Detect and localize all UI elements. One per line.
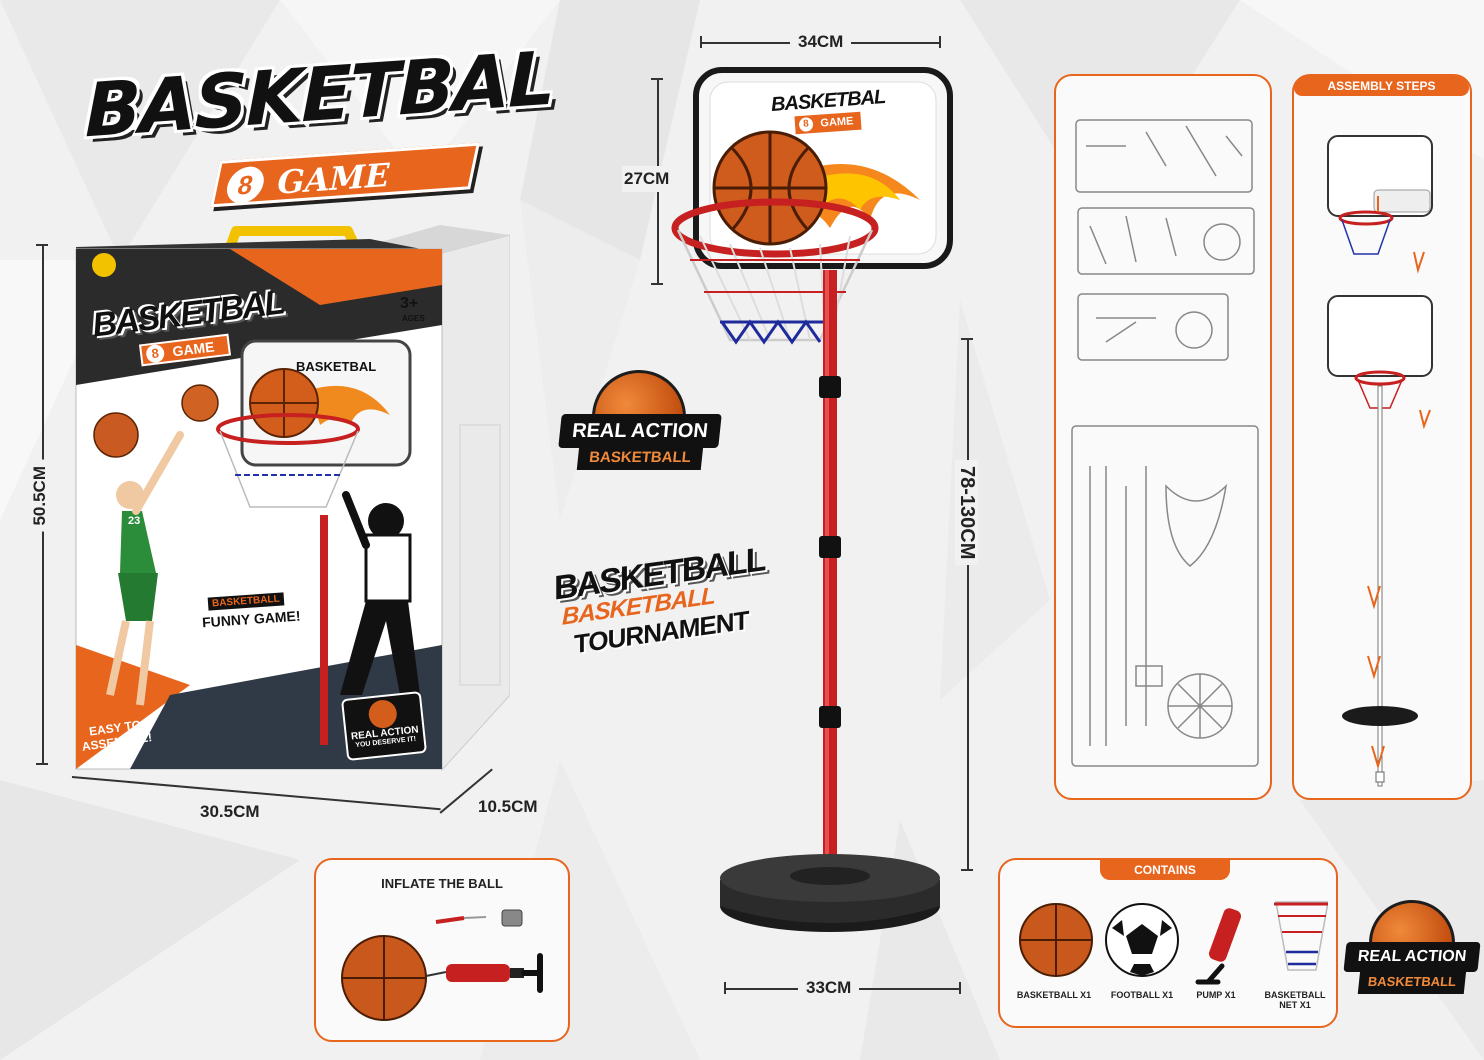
contains-title: CONTAINS: [1100, 860, 1230, 880]
box-logo-number: 8: [145, 343, 166, 364]
contains-item-label: FOOTBALL X1: [1110, 990, 1174, 1000]
box-backboard-title: BASKETBAL: [296, 359, 377, 374]
box-real-action-ball-icon: [367, 698, 399, 730]
dim-cap: [961, 338, 973, 340]
contains-item-label: PUMP X1: [1196, 990, 1236, 1000]
backboard-width-label: 34CM: [790, 32, 852, 52]
contains-illustration: [1019, 901, 1328, 985]
backboard-height-label: 27CM: [622, 166, 672, 192]
contains-panel: CONTAINS BASKETBALL X1 FOOTBALL X1 PUMP …: [998, 858, 1338, 1028]
stand-height-line: [967, 338, 969, 870]
dim-cap: [651, 78, 663, 80]
dim-cap: [961, 869, 973, 871]
parts-panel: [1054, 74, 1272, 800]
backboard-logo-subtitle-text: GAME: [820, 115, 854, 130]
box-width-label: 30.5CM: [200, 802, 260, 821]
real-action-subtext-2: BASKETBALL: [1357, 970, 1467, 994]
parts-illustration: [1071, 119, 1259, 767]
real-action-text-2: REAL ACTION: [1343, 942, 1481, 972]
dim-cap: [724, 982, 726, 994]
assembly-illustration: [1327, 135, 1433, 787]
dim-cap: [36, 763, 48, 765]
logo-subtitle-banner: 8 GAME: [210, 142, 480, 208]
basketball-stand: [671, 67, 953, 932]
main-logo: BASKETBAL 8 GAME: [75, 36, 555, 208]
box-age-label: AGES: [402, 314, 425, 323]
contains-item-label: BASKETBALL X1: [1016, 990, 1092, 1000]
box-jersey-number: 23: [128, 515, 141, 527]
assembly-panel: ASSEMBLY STEPS: [1292, 74, 1472, 800]
logo-subtitle: GAME: [273, 155, 394, 203]
box-logo-subtitle-text: GAME: [171, 338, 216, 360]
stand-height-label: 78-130CM: [955, 460, 978, 566]
base-width-label: 33CM: [798, 978, 860, 998]
backboard-logo-number: 8: [798, 117, 814, 133]
logo-title: BASKETBAL: [85, 35, 554, 155]
box-age: 3+: [400, 295, 419, 312]
product-box-illustration: [75, 225, 511, 772]
dim-cap: [959, 982, 961, 994]
assembly-title: ASSEMBLY STEPS: [1294, 76, 1469, 96]
dim-cap: [651, 283, 663, 285]
dim-cap: [700, 36, 702, 48]
box-real-action-badge: REAL ACTION YOU DESERVE IT!: [340, 690, 428, 762]
box-depth-label: 10.5CM: [478, 797, 538, 816]
inflate-panel: INFLATE THE BALL: [314, 858, 570, 1042]
dim-cap: [36, 244, 48, 246]
product-box: BASKETBAL 8 GAME 3+ AGES BASKETBAL BASKE…: [70, 225, 511, 780]
inflate-illustration: [341, 909, 543, 1021]
box-height-label: 50.5CM: [30, 460, 50, 532]
real-action-badge: REAL ACTION BASKETBALL: [558, 370, 722, 490]
dim-cap: [939, 36, 941, 48]
inflate-title: INFLATE THE BALL: [381, 876, 503, 891]
contains-item-label: BASKETBALL NET X1: [1264, 990, 1326, 1010]
logo-number: 8: [223, 165, 268, 205]
real-action-badge-2: REAL ACTION BASKETBALL: [1343, 900, 1481, 1018]
